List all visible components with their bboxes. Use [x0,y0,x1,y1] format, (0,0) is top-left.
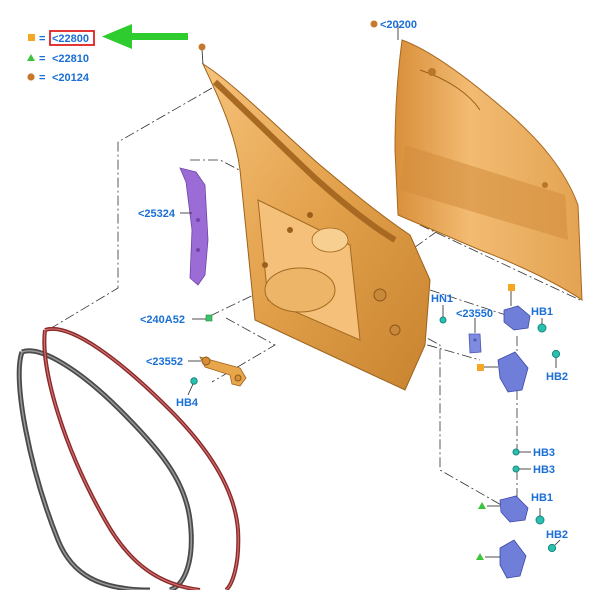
lower-hinge-body-half[interactable] [499,539,527,579]
lower-hinge-body-triangle-marker-icon [476,553,484,560]
callout-hb3-a[interactable]: HB3 [533,447,555,459]
door-reinforcement-purple[interactable] [179,167,209,286]
hb3-bolt-b[interactable] [512,465,520,473]
callout-hb4[interactable]: HB4 [176,397,199,409]
legend-equals-2: = [39,53,45,65]
door-inner-frame[interactable] [201,62,431,391]
hn1-pin-icon[interactable] [439,316,447,324]
leader-hb2-lower [554,539,561,546]
leader-inner-frame-marker [201,49,204,65]
hb4-bolt-icon[interactable] [190,377,198,385]
leader-hb4 [187,383,194,396]
door-outer-panel[interactable] [394,39,583,301]
callout-20200[interactable]: <20200 [380,19,417,31]
legend-equals-3: = [39,72,45,84]
circle-marker-icon [27,73,35,81]
upper-hinge-square-marker-icon [508,284,515,291]
callout-hb3-b[interactable]: HB3 [533,464,555,476]
legend-code-22810[interactable]: <22810 [52,53,89,65]
callout-hb2-lower[interactable]: HB2 [546,529,568,541]
legend-equals-1: = [39,33,45,45]
weatherstrip-outer-gray [16,348,194,590]
green-arrow-icon [102,24,188,49]
legend-highlight-box [49,30,95,46]
callout-hb1-upper[interactable]: HB1 [531,306,553,318]
lower-hinge-hb2-bolt[interactable] [547,543,557,553]
square-marker-icon [28,34,35,41]
inner-frame-circle-marker-icon [198,43,206,51]
weatherstrip-inner-red [42,326,241,590]
lower-hinge-triangle-marker-icon [478,502,486,509]
callout-25324[interactable]: <25324 [138,208,176,220]
upper-hinge-door-half[interactable] [503,305,531,331]
callout-hb2-upper[interactable]: HB2 [546,371,568,383]
upper-hinge-body-half[interactable] [497,351,529,393]
callout-23550[interactable]: <23550 [456,308,493,320]
upper-hinge-hb2-bolt[interactable] [551,349,561,359]
upper-hinge-body-square-marker-icon [477,364,484,371]
legend: = <22800 = <22810 = <20124 [27,24,188,84]
legend-code-20124[interactable]: <20124 [52,72,90,84]
outer-panel-circle-marker-icon [370,20,378,28]
lower-hinge-door-half[interactable] [499,495,529,523]
triangle-marker-icon [27,54,35,61]
callout-hb1-lower[interactable]: HB1 [531,492,553,504]
clip-part[interactable] [205,314,213,322]
callout-hn1[interactable]: HN1 [431,293,453,305]
lower-hinge-hb1-bolt[interactable] [535,515,545,525]
callout-23552[interactable]: <23552 [146,356,183,368]
legend-code-22800[interactable]: <22800 [52,33,89,45]
hb3-bolt-a[interactable] [512,448,520,456]
callout-240a52[interactable]: <240A52 [140,314,185,326]
bracket-23550[interactable] [468,333,482,354]
upper-hinge-hb1-bolt[interactable] [537,323,547,333]
door-check-strap[interactable] [199,356,247,387]
